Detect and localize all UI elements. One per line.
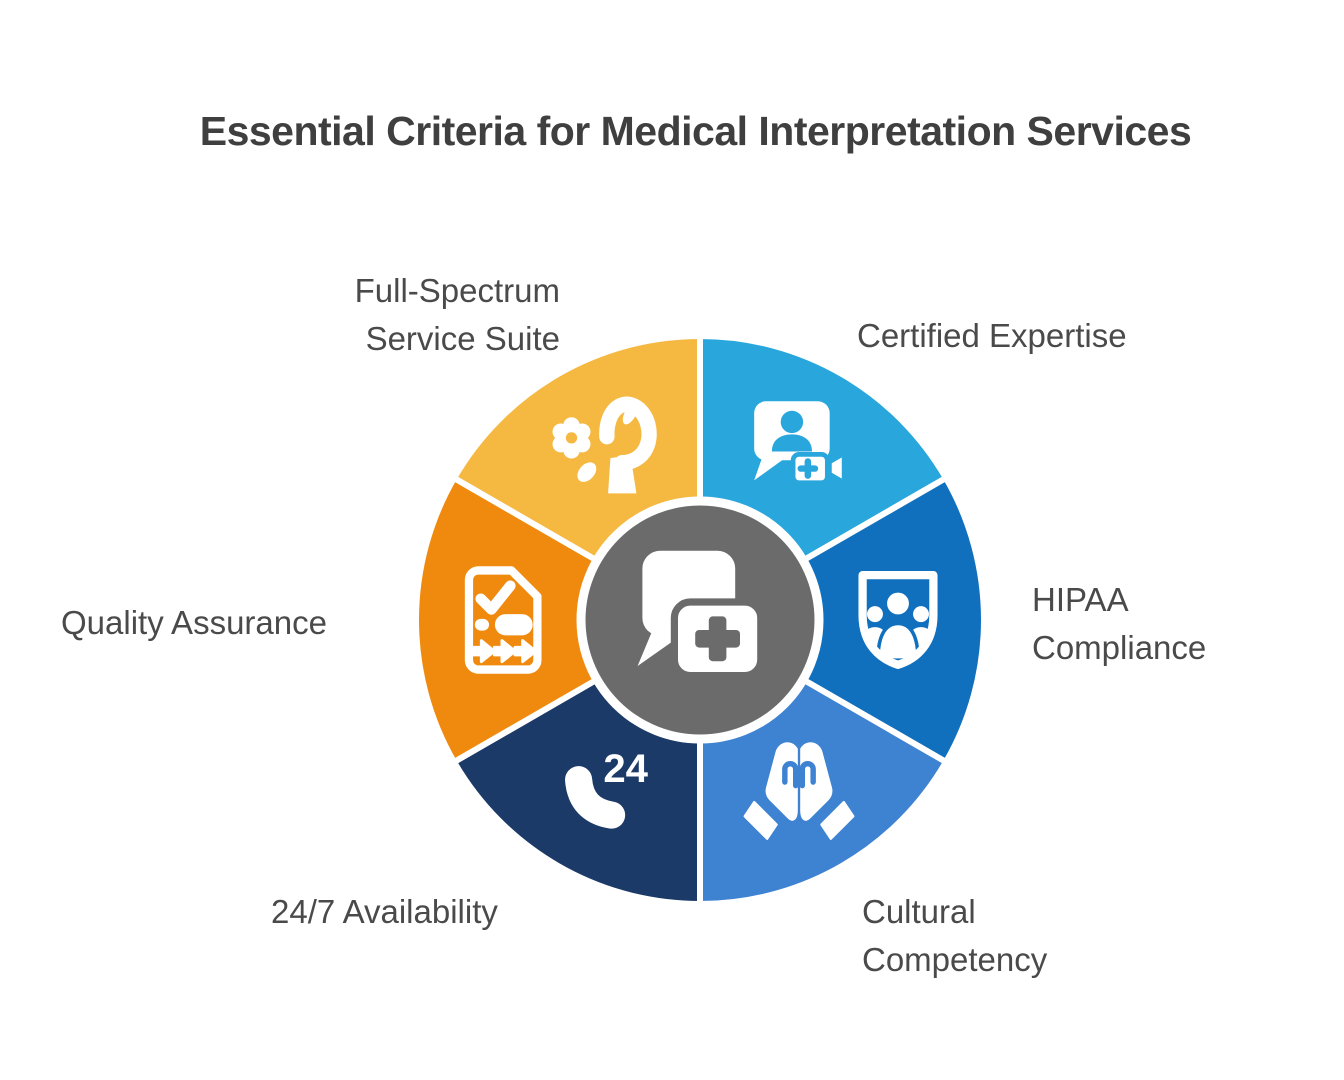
praying-hands-icon — [743, 742, 855, 840]
segment-quality-assurance — [413, 475, 703, 765]
checklist-document-icon — [464, 566, 542, 674]
phone-24-icon: 24 — [565, 746, 649, 829]
page-title: Essential Criteria for Medical Interpret… — [199, 108, 1192, 154]
label-line: Quality Assurance — [61, 604, 327, 641]
label-line: Certified Expertise — [857, 317, 1127, 354]
phone-24-label: 24 — [603, 746, 648, 791]
interpreter-video-chat-icon — [754, 401, 846, 486]
label-full-spectrum-service-suite: Full-Spectrum Service Suite — [355, 267, 560, 363]
chat-bubbles-medical-cross-icon — [637, 550, 765, 691]
hand-flower-icon — [552, 396, 657, 494]
label-line: Full-Spectrum — [354, 272, 560, 309]
label-hipaa-compliance: HIPAA Compliance — [1032, 576, 1206, 672]
label-line: Cultural — [862, 893, 976, 930]
label-line: Competency — [862, 941, 1048, 978]
label-certified-expertise: Certified Expertise — [857, 312, 1127, 360]
segment-hipaa-compliance — [697, 475, 987, 765]
label-quality-assurance: Quality Assurance — [61, 599, 327, 647]
label-24-7-availability: 24/7 Availability — [271, 888, 498, 936]
label-line: Compliance — [1032, 629, 1207, 666]
label-line: 24/7 Availability — [271, 893, 498, 930]
label-line: HIPAA — [1032, 581, 1129, 618]
label-line: Service Suite — [365, 320, 560, 357]
label-cultural-competency: Cultural Competency — [862, 888, 1047, 984]
